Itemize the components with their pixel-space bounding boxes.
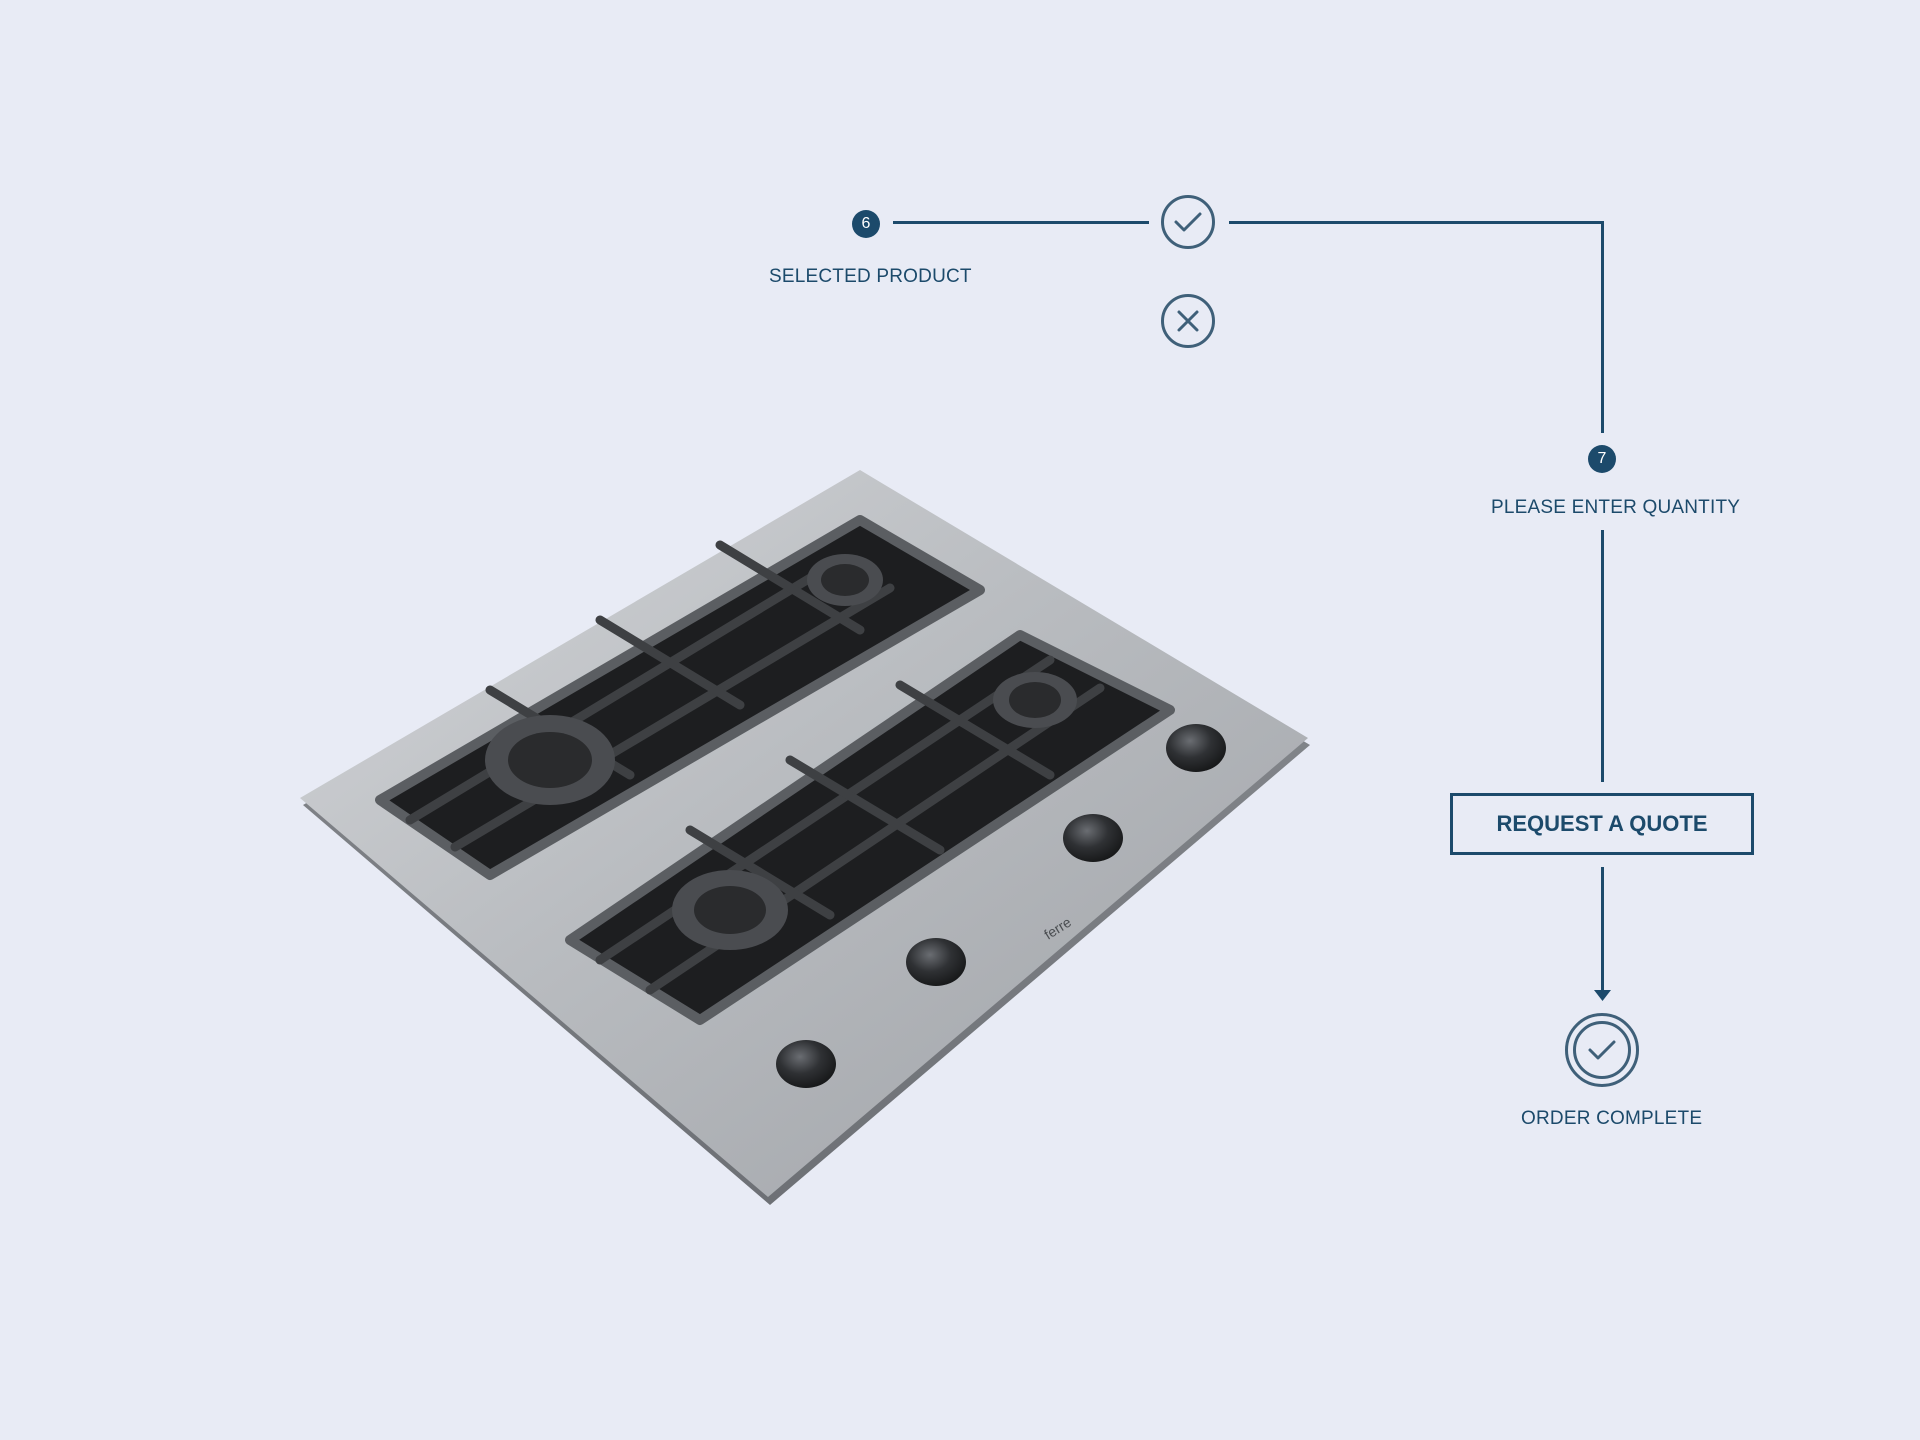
knob-1 (776, 1040, 836, 1088)
burner-well-right (565, 630, 1175, 1025)
step-7-number: 7 (1588, 445, 1616, 473)
step-6-number: 6 (852, 210, 880, 238)
product-image: ferre (300, 470, 1310, 1205)
knob-4 (1166, 724, 1226, 772)
order-complete-label: ORDER COMPLETE (1521, 1108, 1703, 1129)
connector-quote-to-complete (1601, 867, 1604, 994)
x-circle-icon[interactable] (1161, 294, 1215, 348)
knob-3 (1063, 814, 1123, 862)
step-6-label: SELECTED PRODUCT (769, 266, 972, 287)
burner-well-left (375, 515, 985, 880)
check-circle-icon[interactable] (1161, 195, 1215, 249)
connector-check-to-corner (1229, 221, 1604, 224)
connector-corner-to-step7 (1601, 221, 1604, 433)
arrow-down-icon (1594, 990, 1611, 1001)
connector-step6-to-check (893, 221, 1149, 224)
step-7-label: PLEASE ENTER QUANTITY (1491, 497, 1741, 518)
request-quote-button[interactable]: REQUEST A QUOTE (1450, 793, 1754, 855)
connector-step7-to-quote (1601, 530, 1604, 782)
check-double-circle-icon (1565, 1013, 1639, 1087)
knob-2 (906, 938, 966, 986)
